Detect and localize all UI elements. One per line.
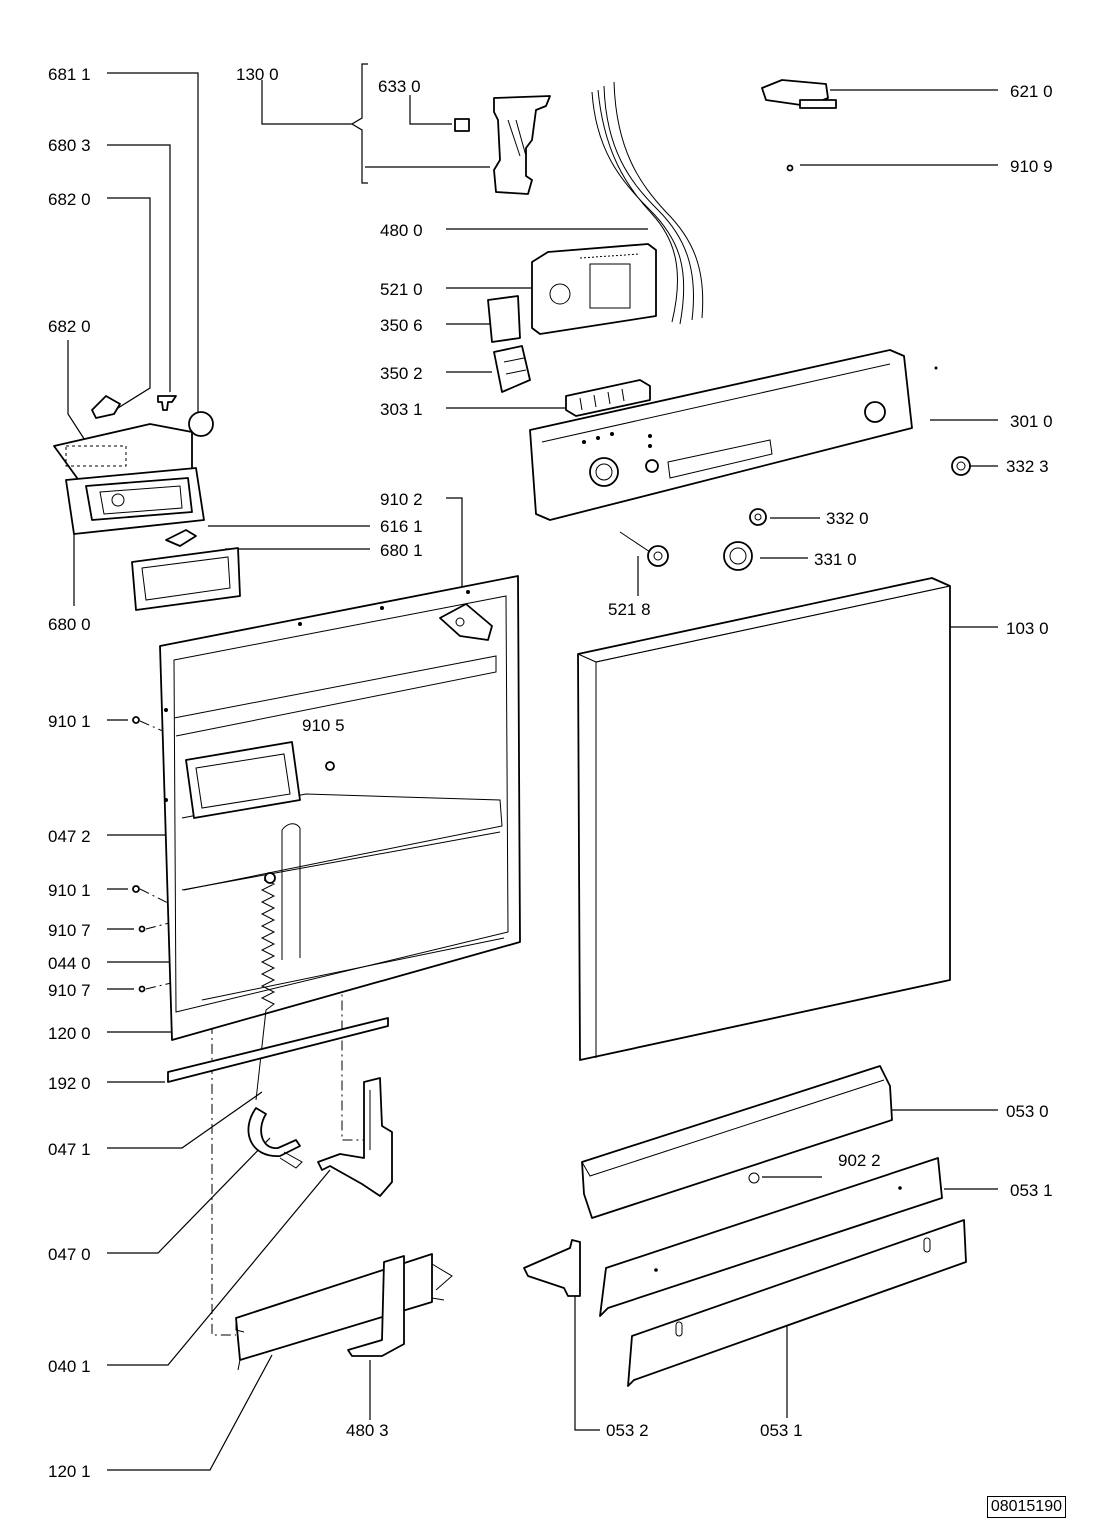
label-120-1: 120 1 [48,1462,91,1481]
label-910-7-top: 910 7 [48,921,91,940]
leader-lines [67,63,998,1471]
latch-682-0 [91,395,121,419]
label-303-1: 303 1 [380,400,423,419]
label-047-1: 047 1 [48,1140,91,1159]
knob-332-0 [749,508,767,526]
toe-kick-053-1 [599,1157,943,1317]
label-480-3: 480 3 [346,1421,389,1440]
control-panel-301-0 [529,349,913,521]
label-301-0: 301 0 [1010,412,1053,431]
document-number: 08015190 [986,1496,1066,1518]
label-910-7: 910 7 [48,981,91,1000]
label-680-1: 680 1 [380,541,423,560]
label-680-0: 680 0 [48,615,91,634]
screw-910-5 [325,761,335,771]
part-616-1 [165,529,197,547]
label-331-0: 331 0 [814,550,857,569]
label-680-3: 680 3 [48,136,91,155]
label-350-6: 350 6 [380,316,423,335]
label-621-0: 621 0 [1010,82,1053,101]
label-910-2: 910 2 [380,490,423,509]
button-bar-303-1 [565,379,651,417]
round-cap-681-1 [188,411,214,437]
label-902-2: 902 2 [838,1151,881,1170]
label-616-1: 616 1 [380,517,423,536]
label-910-9: 910 9 [1010,157,1053,176]
door-lock-bracket-130-0 [493,95,551,195]
label-103-0: 103 0 [1006,619,1049,638]
foot-480-3 [347,1255,453,1357]
toe-kick-053-1b [627,1219,967,1387]
dot-mark [934,366,938,370]
gasket-680-1 [131,547,241,611]
label-040-1: 040 1 [48,1357,91,1376]
label-521-0: 521 0 [380,280,423,299]
bracket-053-2 [523,1239,581,1297]
knob-331-0 [723,541,753,571]
wire-harness-480-0 [591,81,704,325]
bracket-910-2 [439,603,493,641]
label-681-1: 681 1 [48,65,91,84]
label-910-1: 910 1 [48,881,91,900]
part-350-2 [493,345,531,393]
screw-910-7 [138,925,146,933]
hinge-bracket-040-1 [317,1077,393,1197]
label-120-0: 120 0 [48,1024,91,1043]
screw-910-7b [138,985,146,993]
part-350-6 [487,295,521,343]
screw-910-1b [132,885,140,893]
clip-680-3 [157,395,177,411]
label-053-2: 053 2 [606,1421,649,1440]
label-633-0: 633 0 [378,77,421,96]
label-044-0: 044 0 [48,954,91,973]
cable-holder-047-0 [247,1107,303,1169]
label-910-1-top: 910 1 [48,712,91,731]
microswitch-633-0 [454,118,470,132]
part-drawings [53,79,971,1387]
label-053-0: 053 0 [1006,1102,1049,1121]
label-047-0: 047 0 [48,1245,91,1264]
outer-door-panel-103-0 [577,577,951,1061]
label-682-0: 682 0 [48,317,91,336]
label-192-0: 192 0 [48,1074,91,1093]
label-350-2: 350 2 [380,364,423,383]
label-480-0: 480 0 [380,221,423,240]
label-682-0-top: 682 0 [48,190,91,209]
connector-621-0 [761,79,837,109]
detergent-dispenser-680-0 [53,423,205,535]
label-130-0: 130 0 [236,65,279,84]
screw-910-1 [132,716,140,724]
screw-910-9 [786,164,794,172]
rail-192-0 [167,1017,389,1083]
toe-kick-053-0 [581,1065,893,1219]
inner-door-liner [159,575,521,1041]
label-047-2: 047 2 [48,827,91,846]
part-521-8 [619,531,669,567]
label-053-1-right: 053 1 [1010,1181,1053,1200]
electronic-module-521-0 [531,243,657,335]
label-332-3: 332 3 [1006,457,1049,476]
part-number-labels: 681 1 130 0 633 0 621 0 680 3 910 9 682 … [48,65,1053,1481]
label-910-5: 910 5 [302,716,345,735]
label-521-8: 521 8 [608,600,651,619]
screw-902-2 [748,1172,760,1184]
label-332-0: 332 0 [826,509,869,528]
screw-910-2 [455,617,465,627]
label-053-1-bottom: 053 1 [760,1421,803,1440]
knob-332-3 [951,456,971,476]
